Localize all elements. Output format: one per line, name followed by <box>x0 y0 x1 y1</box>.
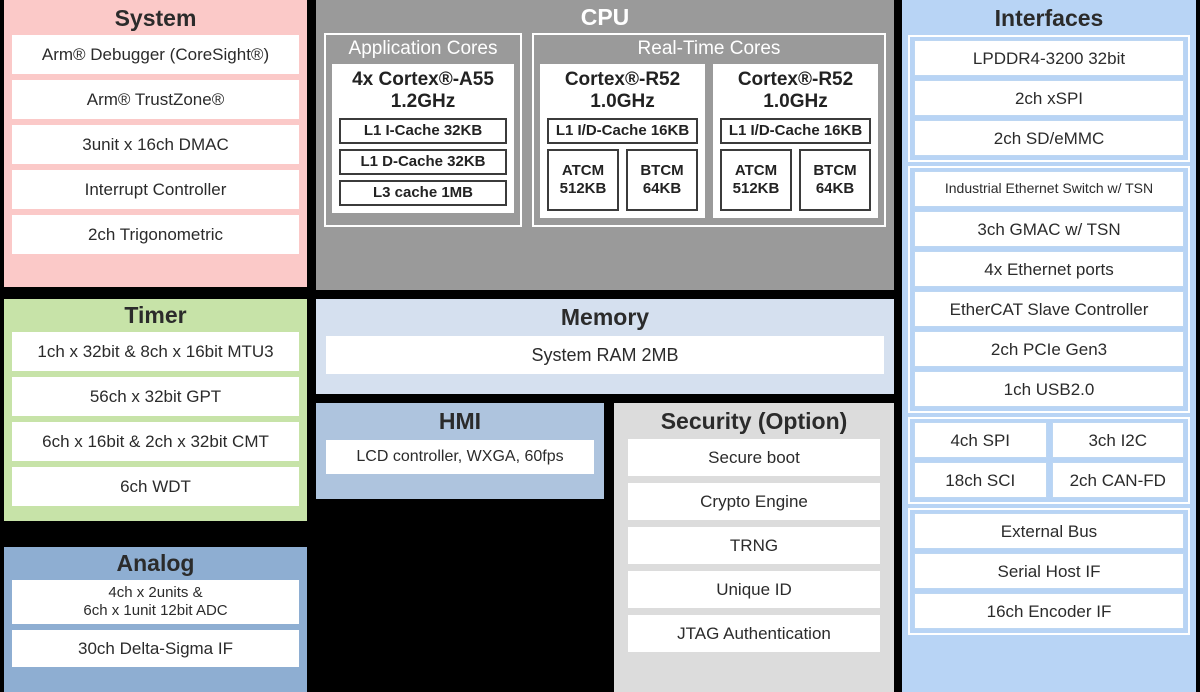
core-name-r52-0-line1: Cortex®-R52 <box>564 69 681 91</box>
timer-item-0: 1ch x 32bit & 8ch x 16bit MTU3 <box>12 332 299 372</box>
interfaces-item-usb: 1ch USB2.0 <box>914 371 1184 408</box>
core-name-a55-line2: 1.2GHz <box>390 90 456 112</box>
panel-hmi: HMI LCD controller, WXGA, 60fps <box>316 403 604 499</box>
group-realtime-cores: Real-Time Cores Cortex®-R52 1.0GHz L1 I/… <box>532 33 886 227</box>
cache-l3: L3 cache 1MB <box>339 179 507 206</box>
panel-title-analog: Analog <box>116 550 195 576</box>
realtime-core-list: Cortex®-R52 1.0GHz L1 I/D-Cache 16KB ATC… <box>540 64 878 218</box>
timer-item-3: 6ch WDT <box>12 467 299 507</box>
analog-item-0-line2: 6ch x 1unit 12bit ADC <box>83 602 228 620</box>
core-name-r52-0-line2: 1.0GHz <box>590 90 655 112</box>
group-title-application-cores: Application Cores <box>348 38 498 60</box>
system-item-4: 2ch Trigonometric <box>12 215 299 255</box>
cache-l1-id-1: L1 I/D-Cache 16KB <box>720 117 871 144</box>
panel-title-cpu: CPU <box>580 4 630 30</box>
interfaces-item-i2c: 3ch I2C <box>1051 422 1184 459</box>
interfaces-item-canfd: 2ch CAN-FD <box>1051 462 1184 499</box>
core-name-a55-line1: 4x Cortex®-A55 <box>352 69 494 91</box>
panel-analog: Analog 4ch x 2units & 6ch x 1unit 12bit … <box>4 547 307 692</box>
panel-title-security: Security (Option) <box>660 408 848 434</box>
interfaces-item-lpddr4: LPDDR4-3200 32bit <box>914 40 1184 77</box>
interfaces-serial-row-1: 18ch SCI 2ch CAN-FD <box>914 462 1184 502</box>
interfaces-item-gmac: 3ch GMAC w/ TSN <box>914 211 1184 248</box>
hmi-item-0: LCD controller, WXGA, 60fps <box>326 440 594 475</box>
tcm-atcm-1-size: 512KB <box>732 179 780 197</box>
core-name-r52-1: Cortex®-R52 1.0GHz <box>720 69 871 113</box>
core-name-r52-1-line2: 1.0GHz <box>763 90 828 112</box>
interfaces-item-xspi: 2ch xSPI <box>914 80 1184 117</box>
tcm-btcm-1: BTCM 64KB <box>799 148 871 211</box>
tcm-btcm-0: BTCM 64KB <box>626 148 698 211</box>
core-cortex-r52-1: Cortex®-R52 1.0GHz L1 I/D-Cache 16KB ATC… <box>713 64 878 218</box>
interfaces-item-ethercat: EtherCAT Slave Controller <box>914 291 1184 328</box>
tcm-atcm-1-name: ATCM <box>734 162 778 180</box>
cache-l1-dcache: L1 D-Cache 32KB <box>339 148 507 175</box>
analog-item-0-line1: 4ch x 2units & <box>108 583 203 601</box>
analog-item-0: 4ch x 2units & 6ch x 1unit 12bit ADC <box>12 580 299 625</box>
security-item-2: TRNG <box>628 527 880 565</box>
cache-l1-id-0: L1 I/D-Cache 16KB <box>547 117 698 144</box>
security-item-0: Secure boot <box>628 439 880 477</box>
system-item-1: Arm® TrustZone® <box>12 80 299 120</box>
panel-security: Security (Option) Secure boot Crypto Eng… <box>614 403 894 692</box>
interfaces-item-external-bus: External Bus <box>914 513 1184 550</box>
interfaces-group-bus: External Bus Serial Host IF 16ch Encoder… <box>908 508 1190 636</box>
system-item-3: Interrupt Controller <box>12 170 299 210</box>
tcm-btcm-0-name: BTCM <box>640 162 684 180</box>
panel-title-timer: Timer <box>124 302 187 328</box>
core-name-r52-0: Cortex®-R52 1.0GHz <box>547 69 698 113</box>
tcm-atcm-0: ATCM 512KB <box>547 148 619 211</box>
cpu-core-groups: Application Cores 4x Cortex®-A55 1.2GHz … <box>316 33 894 227</box>
tcm-atcm-0-name: ATCM <box>561 162 605 180</box>
system-item-2: 3unit x 16ch DMAC <box>12 125 299 165</box>
core-box-r52-1: Cortex®-R52 1.0GHz L1 I/D-Cache 16KB ATC… <box>713 64 878 218</box>
core-cortex-r52-0: Cortex®-R52 1.0GHz L1 I/D-Cache 16KB ATC… <box>540 64 705 218</box>
core-name-a55: 4x Cortex®-A55 1.2GHz <box>339 69 507 113</box>
panel-cpu: CPU Application Cores 4x Cortex®-A55 1.2… <box>316 0 894 290</box>
tcm-row-0: ATCM 512KB BTCM 64KB <box>547 148 698 211</box>
tcm-atcm-1: ATCM 512KB <box>720 148 792 211</box>
interfaces-item-encoder-if: 16ch Encoder IF <box>914 593 1184 630</box>
panel-timer: Timer 1ch x 32bit & 8ch x 16bit MTU3 56c… <box>4 299 307 521</box>
group-application-cores: Application Cores 4x Cortex®-A55 1.2GHz … <box>324 33 522 227</box>
security-item-3: Unique ID <box>628 571 880 609</box>
tcm-row-1: ATCM 512KB BTCM 64KB <box>720 148 871 211</box>
analog-item-1: 30ch Delta-Sigma IF <box>12 630 299 668</box>
timer-item-1: 56ch x 32bit GPT <box>12 377 299 417</box>
core-cortex-a55: 4x Cortex®-A55 1.2GHz L1 I-Cache 32KB L1… <box>332 64 514 213</box>
panel-title-hmi: HMI <box>438 408 482 434</box>
tcm-btcm-0-size: 64KB <box>642 179 682 197</box>
security-item-4: JTAG Authentication <box>628 615 880 653</box>
tcm-atcm-0-size: 512KB <box>559 179 607 197</box>
interfaces-serial-row-0: 4ch SPI 3ch I2C <box>914 422 1184 462</box>
panel-title-system: System <box>114 5 197 31</box>
interfaces-item-ethernet-ports: 4x Ethernet ports <box>914 251 1184 288</box>
interfaces-item-pcie: 2ch PCIe Gen3 <box>914 331 1184 368</box>
timer-item-2: 6ch x 16bit & 2ch x 32bit CMT <box>12 422 299 462</box>
system-item-0: Arm® Debugger (CoreSight®) <box>12 35 299 75</box>
panel-interfaces: Interfaces LPDDR4-3200 32bit 2ch xSPI 2c… <box>902 0 1196 692</box>
tcm-btcm-1-size: 64KB <box>815 179 855 197</box>
interfaces-item-spi: 4ch SPI <box>914 422 1047 459</box>
interfaces-item-sd-emmc: 2ch SD/eMMC <box>914 120 1184 157</box>
cache-l1-icache: L1 I-Cache 32KB <box>339 117 507 144</box>
interfaces-item-industrial-ethernet-switch: Industrial Ethernet Switch w/ TSN <box>914 171 1184 208</box>
memory-item-0: System RAM 2MB <box>326 336 884 375</box>
interfaces-group-serial: 4ch SPI 3ch I2C 18ch SCI 2ch CAN-FD <box>908 417 1190 505</box>
interfaces-item-sci: 18ch SCI <box>914 462 1047 499</box>
group-title-realtime-cores: Real-Time Cores <box>637 38 781 60</box>
panel-memory: Memory System RAM 2MB <box>316 299 894 394</box>
panel-title-memory: Memory <box>560 304 650 330</box>
core-box-r52-0: Cortex®-R52 1.0GHz L1 I/D-Cache 16KB ATC… <box>540 64 705 218</box>
interfaces-group-memory: LPDDR4-3200 32bit 2ch xSPI 2ch SD/eMMC <box>908 35 1190 163</box>
tcm-btcm-1-name: BTCM <box>813 162 857 180</box>
panel-system: System Arm® Debugger (CoreSight®) Arm® T… <box>4 0 307 287</box>
panel-title-interfaces: Interfaces <box>994 5 1104 31</box>
security-item-1: Crypto Engine <box>628 483 880 521</box>
core-name-r52-1-line1: Cortex®-R52 <box>737 69 854 91</box>
interfaces-group-networking: Industrial Ethernet Switch w/ TSN 3ch GM… <box>908 166 1190 414</box>
interfaces-item-serial-host-if: Serial Host IF <box>914 553 1184 590</box>
